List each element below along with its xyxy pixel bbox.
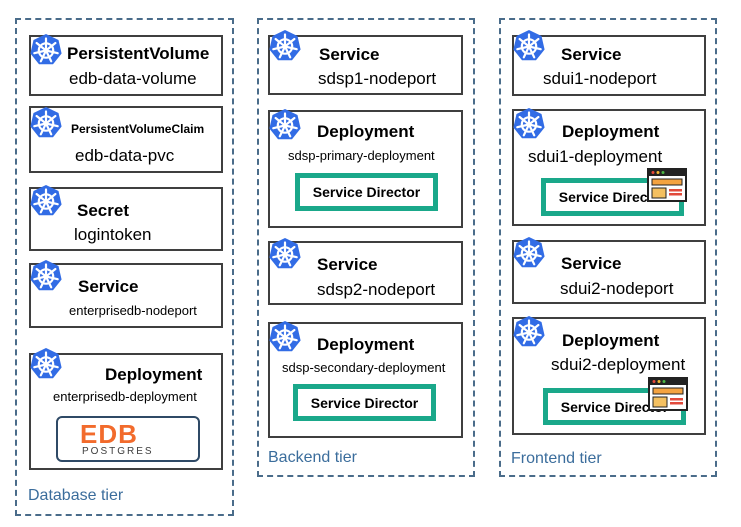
db-deployment-kind: Deployment xyxy=(105,365,203,384)
edb-logo-main: EDB xyxy=(80,419,138,449)
backend-tier-label: Backend tier xyxy=(268,449,357,466)
frontend-service2-name: sdui2-nodeport xyxy=(560,279,674,298)
secret-box[interactable]: Secret logintoken xyxy=(29,187,223,251)
persistent-volume-claim-name: edb-data-pvc xyxy=(75,146,175,165)
backend-tier xyxy=(257,18,475,477)
frontend-deployment1-name: sdui1-deployment xyxy=(528,147,663,166)
frontend-service1-kind: Service xyxy=(561,45,622,64)
frontend-deployment1-box[interactable]: Deployment sdui1-deployment Service Dire… xyxy=(512,109,706,226)
kubernetes-icon xyxy=(29,347,63,381)
secret-name: logintoken xyxy=(74,225,152,244)
backend-deployment1-name: sdsp-primary-deployment xyxy=(288,148,435,163)
kubernetes-icon xyxy=(512,29,546,63)
kubernetes-icon xyxy=(29,259,63,293)
backend-service1-kind: Service xyxy=(319,45,380,64)
frontend-service1-name: sdui1-nodeport xyxy=(543,69,657,88)
kubernetes-icon xyxy=(268,320,302,354)
web-ui-icon xyxy=(647,168,687,202)
frontend-deployment2-name: sdui2-deployment xyxy=(551,355,686,374)
service-director-container[interactable]: Service Director xyxy=(295,173,438,211)
database-tier xyxy=(15,18,234,516)
frontend-deployment2-kind: Deployment xyxy=(562,331,660,350)
frontend-service2-box[interactable]: Service sdui2-nodeport xyxy=(512,240,706,304)
secret-kind: Secret xyxy=(77,201,129,220)
backend-service1-name: sdsp1-nodeport xyxy=(318,69,437,88)
kubernetes-icon xyxy=(512,107,546,141)
persistent-volume-name: edb-data-volume xyxy=(69,69,197,88)
kubernetes-icon xyxy=(268,108,302,142)
backend-deployment1-kind: Deployment xyxy=(317,122,415,141)
kubernetes-icon xyxy=(29,106,63,140)
backend-service2-kind: Service xyxy=(317,255,378,274)
backend-service1-box[interactable]: Service sdsp1-nodeport xyxy=(268,35,463,95)
service-director-container[interactable]: Service Director xyxy=(293,384,436,421)
persistent-volume-kind: PersistentVolume xyxy=(67,44,210,63)
edb-logo-sub: POSTGRES xyxy=(82,446,154,457)
backend-deployment2-kind: Deployment xyxy=(317,335,415,354)
backend-deployment1-box[interactable]: Deployment sdsp-primary-deployment Servi… xyxy=(268,110,463,228)
persistent-volume-claim-kind: PersistentVolumeClaim xyxy=(71,122,205,136)
backend-deployment2-name: sdsp-secondary-deployment xyxy=(282,360,446,375)
frontend-deployment2-box[interactable]: Deployment sdui2-deployment Service Dire… xyxy=(512,317,706,435)
backend-deployment2-box[interactable]: Deployment sdsp-secondary-deployment Ser… xyxy=(268,322,463,438)
frontend-tier xyxy=(499,18,717,477)
kubernetes-icon xyxy=(512,315,546,349)
frontend-deployment1-kind: Deployment xyxy=(562,122,660,141)
frontend-tier-label: Frontend tier xyxy=(511,450,602,467)
backend-service2-box[interactable]: Service sdsp2-nodeport xyxy=(268,241,463,305)
edb-postgres-logo: EDB POSTGRES xyxy=(56,416,200,462)
db-deployment-name: enterprisedb-deployment xyxy=(53,389,197,404)
persistent-volume-claim-box[interactable]: PersistentVolumeClaim edb-data-pvc xyxy=(29,106,223,173)
backend-service2-name: sdsp2-nodeport xyxy=(317,280,436,299)
db-service-name: enterprisedb-nodeport xyxy=(69,303,197,318)
kubernetes-icon xyxy=(512,236,546,270)
database-tier-label: Database tier xyxy=(28,487,124,504)
frontend-service2-kind: Service xyxy=(561,254,622,273)
web-ui-icon xyxy=(648,377,688,411)
db-deployment-box[interactable]: Deployment enterprisedb-deployment EDB P… xyxy=(29,353,223,470)
db-service-kind: Service xyxy=(78,277,139,296)
persistent-volume-box[interactable]: PersistentVolume edb-data-volume xyxy=(29,35,223,96)
kubernetes-icon xyxy=(29,184,63,218)
db-service-box[interactable]: Service enterprisedb-nodeport xyxy=(29,263,223,328)
frontend-service1-box[interactable]: Service sdui1-nodeport xyxy=(512,35,706,96)
kubernetes-icon xyxy=(29,33,63,67)
kubernetes-icon xyxy=(268,237,302,271)
kubernetes-icon xyxy=(268,29,302,63)
